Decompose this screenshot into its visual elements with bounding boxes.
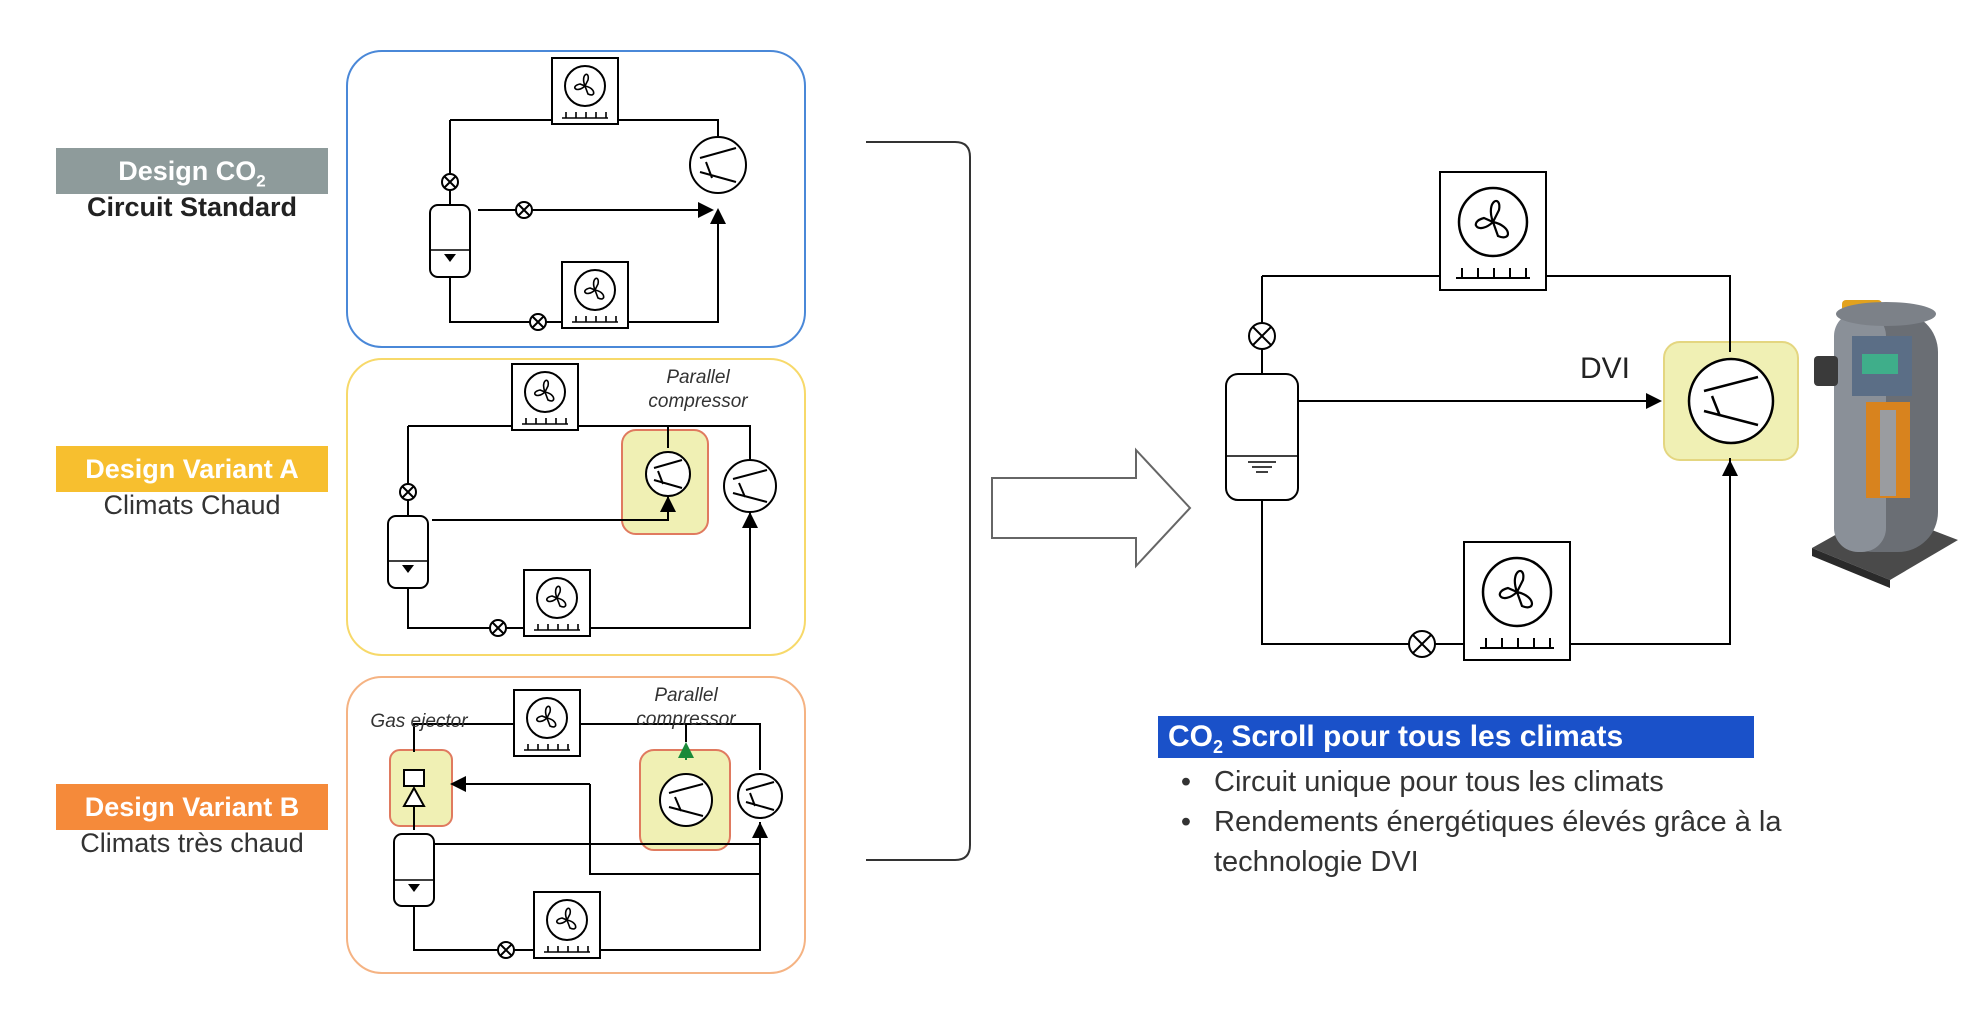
gas-ejector-icon <box>402 769 426 807</box>
bullet-item: • Circuit unique pour tous les climats <box>1158 762 1918 802</box>
compressor-icon <box>659 773 783 827</box>
panel-standard <box>346 50 806 348</box>
bullet-text: Rendements énergétiques élevés grâce à l… <box>1214 806 1782 878</box>
fan-coil-icon <box>561 261 629 329</box>
result-bullet-list: • Circuit unique pour tous les climats •… <box>1158 762 1918 882</box>
label-design-co2-text: Design CO <box>118 156 257 186</box>
annotation-parallel-compressor-a: Parallel compressor <box>628 366 768 414</box>
bullet-glyph: • <box>1180 766 1192 798</box>
annotation-line: Parallel <box>654 685 718 706</box>
result-title-subscript: 2 <box>1213 737 1224 757</box>
fan-coil-icon <box>523 569 591 637</box>
label-climats-tres-chaud: Climats très chaud <box>80 828 304 858</box>
receiver-tank-icon <box>387 515 429 589</box>
receiver-tank-icon <box>1225 373 1299 501</box>
bracket-icon <box>866 141 971 861</box>
fan-coil-icon <box>551 57 619 125</box>
result-title-prefix: CO <box>1168 720 1213 753</box>
bullet-glyph: • <box>1180 806 1192 838</box>
bullet-text: Circuit unique pour tous les climats <box>1214 766 1664 798</box>
annotation-parallel-compressor-b: Parallel compressor <box>616 684 756 732</box>
compressor-icon <box>1687 357 1775 445</box>
fan-coil-icon <box>513 689 581 757</box>
compressor-icon <box>645 451 777 513</box>
expansion-valve-icon <box>497 941 515 959</box>
bullet-item: • Rendements énergétiques élevés grâce à… <box>1158 802 1918 882</box>
annotation-line: compressor <box>636 709 736 730</box>
fan-coil-icon <box>1439 171 1547 291</box>
receiver-tank-icon <box>429 204 471 278</box>
fan-coil-icon <box>1463 541 1571 661</box>
fan-coil-icon <box>533 891 601 959</box>
annotation-gas-ejector: Gas ejector <box>370 711 468 732</box>
expansion-valve-icon <box>399 483 507 637</box>
expansion-valve-icon <box>1248 322 1436 658</box>
label-design-variant-a: Design Variant A <box>56 446 328 492</box>
annotation-dvi: DVI <box>1580 352 1631 385</box>
annotation-line: Parallel <box>666 367 730 388</box>
highlight-gas-ejector <box>389 749 453 827</box>
annotation-line: compressor <box>648 391 748 412</box>
label-design-co2-subscript: 2 <box>256 171 266 191</box>
expansion-valve-icon <box>441 173 547 331</box>
panel-variant-b <box>346 676 806 974</box>
panel-variant-a <box>346 358 806 656</box>
arrow-right-icon <box>991 447 1192 569</box>
circuit-variant-a <box>407 425 758 629</box>
compressor-icon <box>689 136 747 194</box>
label-circuit-standard: Circuit Standard <box>86 192 298 222</box>
label-climats-chaud: Climats Chaud <box>103 490 281 520</box>
scroll-compressor-photo <box>1812 300 1958 588</box>
result-title-rest: Scroll pour tous les climats <box>1223 720 1624 753</box>
result-title: CO2 Scroll pour tous les climats <box>1158 716 1754 758</box>
circuit-variant-b <box>413 723 768 951</box>
label-design-variant-b: Design Variant B <box>56 784 328 830</box>
fan-coil-icon <box>511 363 579 431</box>
label-design-co2: Design CO2 <box>56 148 328 194</box>
receiver-tank-icon <box>393 833 435 907</box>
